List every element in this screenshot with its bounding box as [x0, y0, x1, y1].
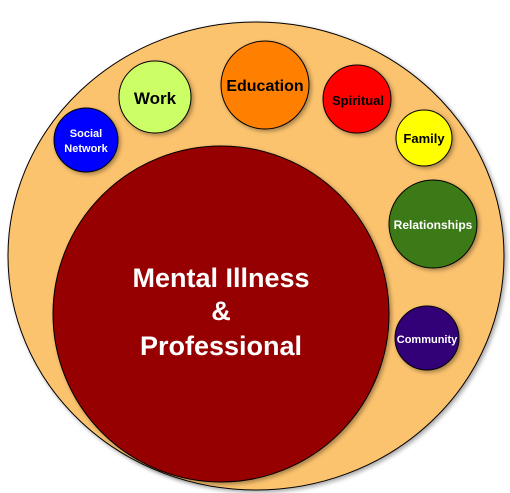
node-community: Community	[394, 305, 460, 371]
center-label-line-1: Mental Illness	[132, 263, 309, 293]
node-social-network-label-line-2: Network	[64, 143, 108, 155]
node-relationships-label: Relationships	[394, 218, 473, 232]
node-family: Family	[395, 109, 453, 167]
node-social-network-label-line-1: Social	[70, 128, 102, 140]
node-family-label: Family	[403, 131, 445, 146]
node-work: Work	[118, 60, 192, 134]
node-family-circle	[395, 109, 453, 167]
center-circle	[52, 145, 390, 483]
node-spiritual-label: Spiritual	[332, 93, 384, 108]
node-relationships-circle	[388, 179, 478, 269]
center-label-line-2: &	[211, 296, 231, 326]
node-social-network-circle	[53, 107, 119, 173]
node-education: Education	[220, 40, 310, 130]
node-community-circle	[394, 305, 460, 371]
node-spiritual-circle	[322, 64, 392, 134]
node-education-circle	[220, 40, 310, 130]
node-relationships: Relationships	[388, 179, 478, 269]
node-work-circle	[118, 60, 192, 134]
node-work-label: Work	[134, 89, 177, 108]
center-label-line-3: Professional	[140, 331, 302, 361]
node-social-network: Social Network	[53, 107, 119, 173]
node-spiritual: Spiritual	[322, 64, 392, 134]
node-community-label: Community	[397, 334, 458, 346]
node-education-label: Education	[226, 78, 303, 95]
center-node: Mental Illness & Professional	[52, 145, 390, 483]
